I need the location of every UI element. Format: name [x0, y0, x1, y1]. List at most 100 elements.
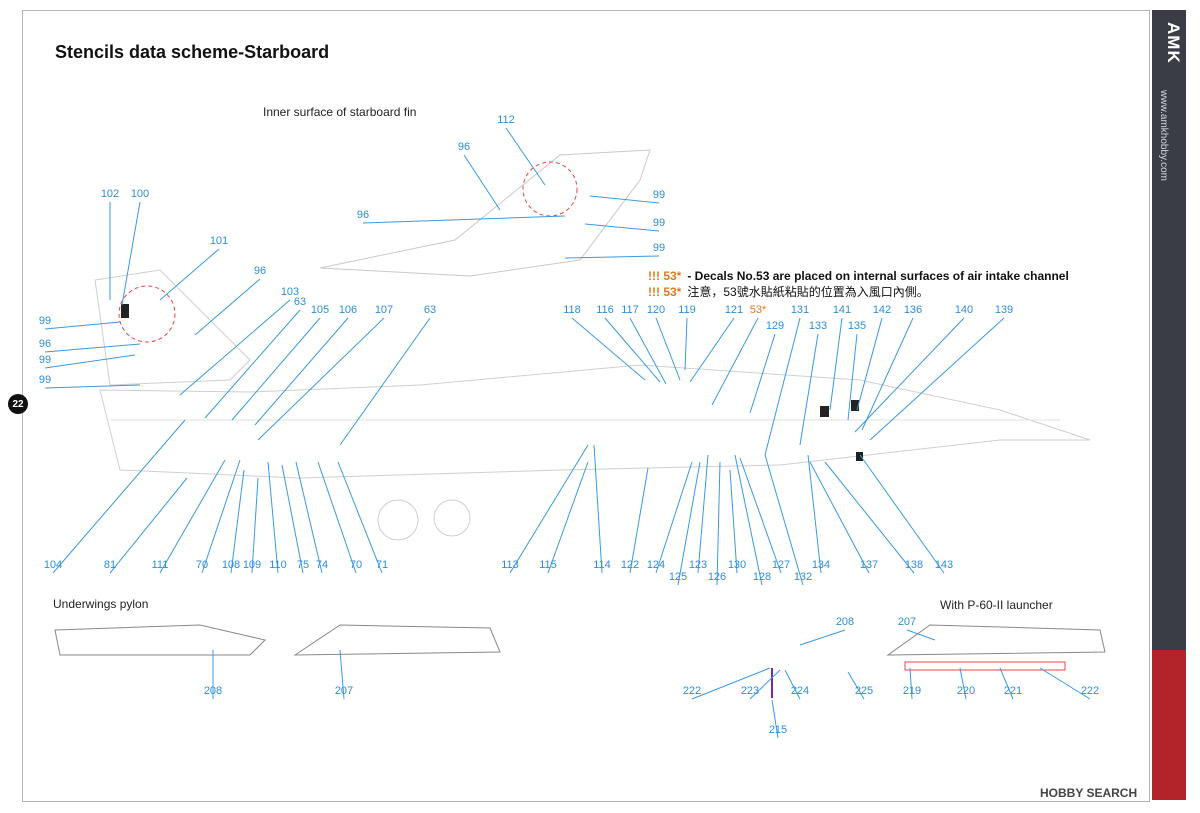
callout-leader-line — [629, 317, 667, 385]
tail-highlight-circle — [118, 285, 176, 343]
callout-leader-line — [847, 671, 865, 700]
callout-leader-line — [711, 317, 759, 406]
callout-label: 100 — [131, 188, 149, 200]
callout-leader-line — [593, 444, 603, 574]
callout-leader-line — [201, 459, 241, 574]
callout-label: 99 — [653, 242, 665, 254]
callout-leader-line — [257, 317, 385, 441]
callout-leader-line — [463, 154, 501, 211]
callout-label: 63 — [294, 296, 306, 308]
callout-label: 121 — [725, 304, 743, 316]
callout-leader-line — [999, 667, 1014, 700]
callout-label: 122 — [621, 559, 639, 571]
callout-leader-line — [604, 317, 661, 383]
callout-leader-line — [505, 127, 546, 186]
callout-leader-line — [204, 309, 301, 419]
callout-label: 123 — [689, 559, 707, 571]
callout-label: 127 — [772, 559, 790, 571]
callout-label: 101 — [210, 235, 228, 247]
callout-label: 99 — [653, 189, 665, 201]
callout-label: 102 — [101, 188, 119, 200]
callout-leader-line — [859, 454, 945, 574]
callout-label: 63 — [424, 304, 436, 316]
callout-leader-line — [847, 333, 858, 421]
page-number-badge: 22 — [8, 394, 28, 414]
tail-marking — [121, 304, 129, 318]
callout-label: 108 — [222, 559, 240, 571]
callout-label: 223 — [741, 685, 759, 697]
callout-leader-line — [251, 477, 259, 574]
callout-label: 96 — [458, 141, 470, 153]
callout-leader-line — [749, 333, 776, 414]
callout-label: 116 — [596, 304, 614, 316]
decal-notes: !!! 53*- Decals No.53 are placed on inte… — [648, 268, 1069, 300]
callout-leader-line — [231, 317, 321, 421]
callout-label: 225 — [855, 685, 873, 697]
callout-leader-line — [799, 333, 819, 446]
callout-leader-line — [869, 317, 1005, 441]
callout-label: 208 — [836, 616, 854, 628]
callout-leader-line — [547, 461, 589, 574]
callout-label: 70 — [196, 559, 208, 571]
callout-leader-line — [362, 215, 566, 224]
callout-label: 135 — [848, 320, 866, 332]
launcher-section-label: With P-60-II launcher — [940, 598, 1053, 612]
callout-label: 104 — [44, 559, 62, 571]
callout-leader-line — [716, 461, 721, 586]
callout-leader-line — [655, 461, 693, 574]
callout-leader-line — [739, 457, 782, 574]
callout-leader-line — [689, 317, 735, 383]
callout-leader-line — [44, 384, 141, 389]
callout-leader-line — [749, 669, 781, 700]
callout-label: 53* — [750, 304, 767, 316]
callout-label: 109 — [243, 559, 261, 571]
callout-leader-line — [764, 454, 804, 586]
callout-leader-line — [571, 317, 646, 381]
callout-leader-line — [337, 461, 383, 574]
callout-leader-line — [809, 461, 870, 574]
brand-url: www.amkhobby.com — [1158, 90, 1169, 181]
callout-label: 118 — [563, 304, 581, 316]
callout-label: 112 — [497, 114, 515, 126]
callout-leader-line — [784, 669, 801, 700]
callout-label: 134 — [812, 559, 830, 571]
callout-leader-line — [824, 461, 915, 574]
callout-label: 115 — [539, 559, 557, 571]
callout-label: 114 — [593, 559, 611, 571]
callout-label: 142 — [873, 304, 891, 316]
callout-label: 96 — [39, 338, 51, 350]
callout-label: 99 — [39, 315, 51, 327]
callout-label: 107 — [375, 304, 393, 316]
callout-label: 140 — [955, 304, 973, 316]
callout-leader-line — [179, 299, 291, 396]
callout-label: 221 — [1004, 685, 1022, 697]
launcher-outline — [886, 624, 1106, 656]
callout-label: 99 — [653, 217, 665, 229]
callout-label: 117 — [621, 304, 639, 316]
callout-label: 75 — [297, 559, 309, 571]
callout-leader-line — [44, 321, 121, 330]
callout-label: 224 — [791, 685, 809, 697]
callout-leader-line — [267, 461, 279, 574]
callout-leader-line — [339, 317, 431, 446]
callout-leader-line — [799, 629, 846, 646]
callout-label: 103 — [281, 286, 299, 298]
callout-label: 124 — [647, 559, 665, 571]
callout-label: 111 — [152, 559, 169, 571]
callout-leader-line — [829, 317, 843, 411]
fin-outline — [319, 149, 651, 277]
callout-leader-line — [906, 629, 936, 641]
callout-leader-line — [959, 667, 967, 700]
callout-leader-line — [317, 461, 357, 574]
callout-leader-line — [1039, 667, 1091, 700]
callout-label: 207 — [335, 685, 353, 697]
callout-label: 129 — [766, 320, 784, 332]
underwing-section-label: Underwings pylon — [53, 597, 149, 611]
callout-label: 139 — [995, 304, 1013, 316]
callout-label: 222 — [1081, 685, 1099, 697]
callout-label: 222 — [683, 685, 701, 697]
callout-label: 128 — [753, 571, 771, 583]
callout-leader-line — [281, 464, 304, 574]
callout-leader-line — [697, 454, 709, 574]
